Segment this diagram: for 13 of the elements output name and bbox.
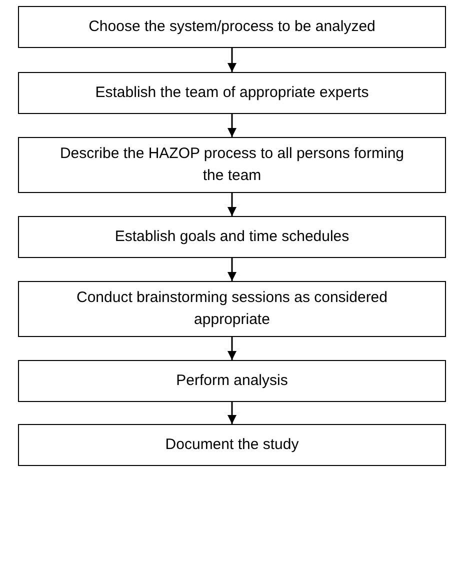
arrow <box>228 337 236 360</box>
arrow <box>228 193 236 216</box>
process-box: Perform analysis <box>18 360 446 402</box>
process-box: Establish the team of appropriate experts <box>18 72 446 114</box>
process-box: Document the study <box>18 424 446 466</box>
process-box: Conduct brainstorming sessions as considered appropriate <box>18 281 446 337</box>
arrow <box>228 114 236 137</box>
arrow <box>228 48 236 72</box>
arrow <box>228 258 236 281</box>
process-box: Choose the system/process to be analyzed <box>18 6 446 48</box>
process-box: Describe the HAZOP process to all persons forming the team <box>18 137 446 193</box>
process-box: Establish goals and time schedules <box>18 216 446 258</box>
arrow <box>228 402 236 424</box>
